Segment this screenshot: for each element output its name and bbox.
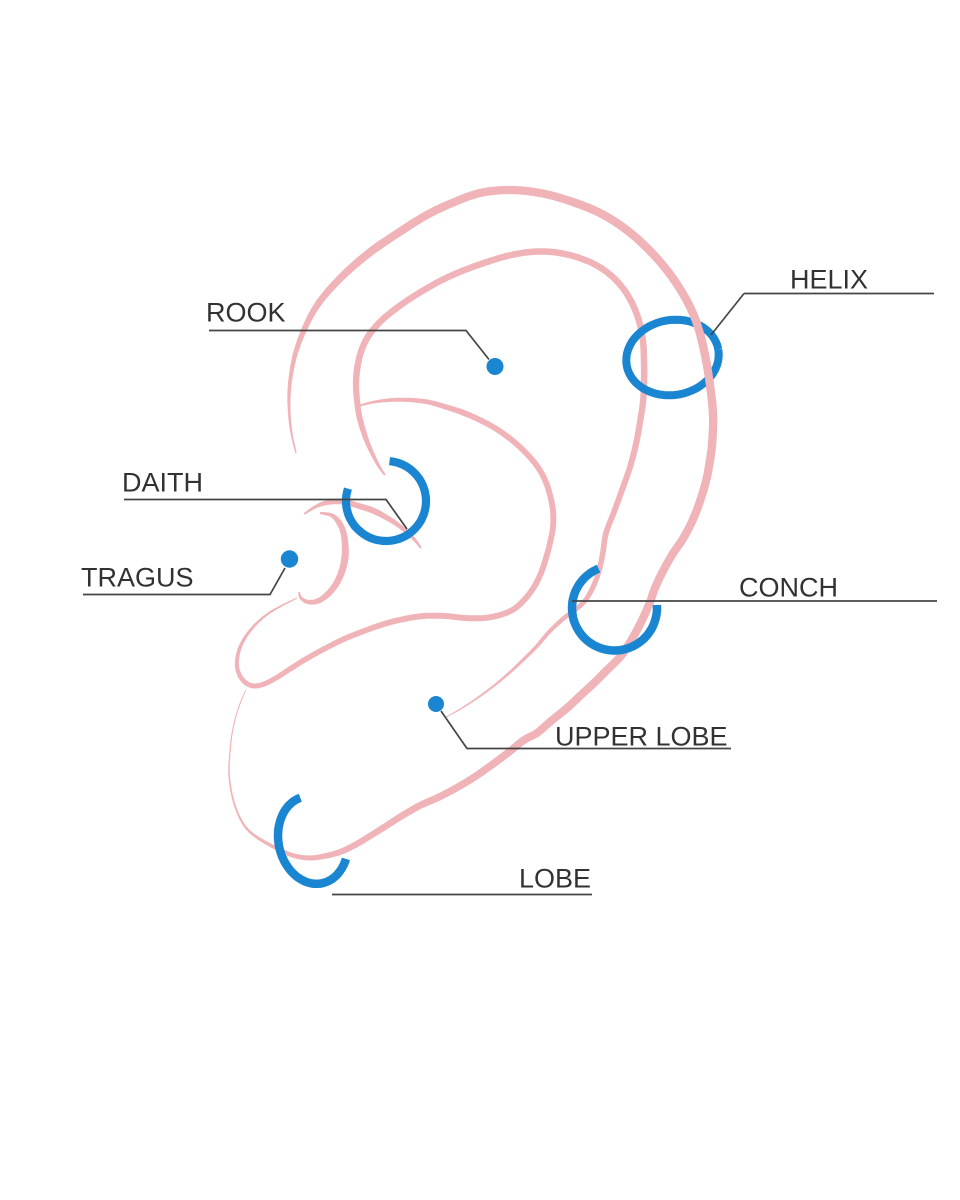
svg-text:DAITH: DAITH: [122, 468, 203, 498]
svg-text:CONCH: CONCH: [739, 573, 838, 603]
svg-text:HELIX: HELIX: [790, 265, 868, 295]
svg-text:ROOK: ROOK: [206, 298, 286, 328]
svg-text:TRAGUS: TRAGUS: [81, 563, 194, 593]
svg-text:LOBE: LOBE: [519, 864, 591, 894]
svg-text:UPPER LOBE: UPPER LOBE: [555, 722, 728, 752]
